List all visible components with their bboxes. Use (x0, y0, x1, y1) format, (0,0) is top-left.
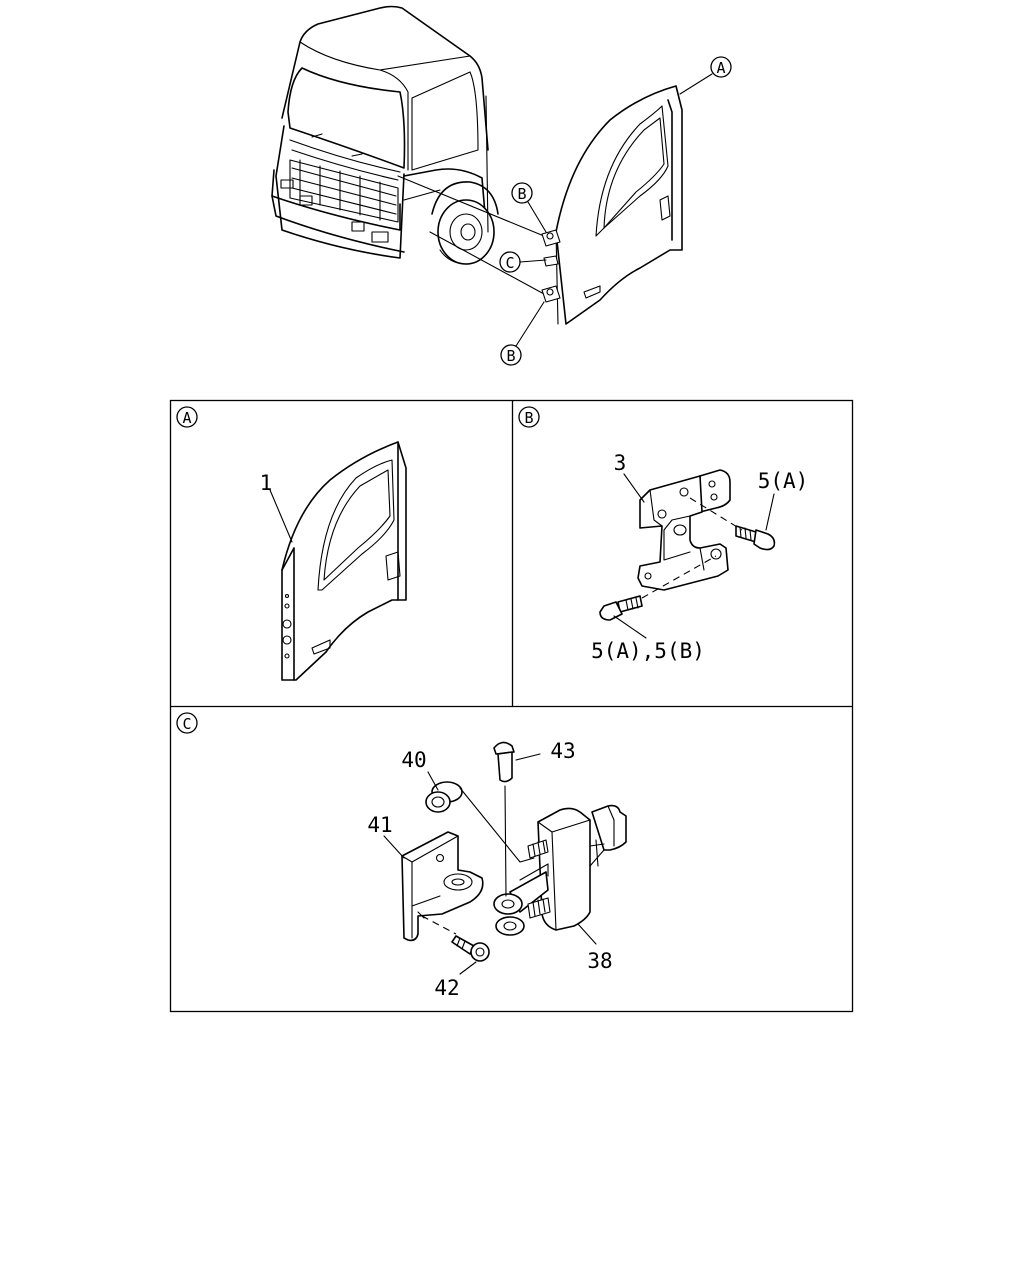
panel-c: C (176, 712, 627, 1000)
part-label-1: 1 (260, 471, 273, 495)
door-overview-illustration (555, 85, 683, 325)
stud-lower (527, 897, 551, 919)
svg-text:A: A (716, 59, 725, 77)
door-check-arm (493, 863, 549, 936)
callout-door: A (679, 56, 732, 95)
screw-part-42 (451, 935, 490, 962)
check-link-overview (543, 255, 559, 267)
part-label-38: 38 (587, 949, 612, 973)
callout-hinge-top: B (511, 182, 547, 233)
stud-upper (527, 839, 549, 859)
pin-part-43 (493, 741, 515, 897)
callout-check: C (499, 251, 547, 273)
door-panel-part-1 (281, 441, 407, 681)
panel-b-tag: B (524, 409, 533, 427)
assembly-line-bottom (429, 231, 545, 295)
bolt-5a-upper (735, 525, 776, 551)
assembly-line-top (397, 175, 545, 237)
part-label-40: 40 (401, 748, 426, 772)
part-label-41: 41 (367, 813, 392, 837)
part-label-43: 43 (550, 739, 575, 763)
hinge-bottom-overview (541, 285, 561, 303)
panel-a: A 1 (176, 406, 407, 681)
bushing-part-40 (425, 781, 463, 813)
panel-c-tag: C (182, 715, 191, 733)
part-label-3: 3 (614, 451, 627, 475)
svg-text:B: B (506, 347, 515, 365)
assembly-line-40 (459, 787, 535, 863)
panel-a-tag: A (182, 409, 191, 427)
bolt-5ab-lower (599, 595, 643, 621)
assembly-line-42 (421, 915, 457, 935)
door-check-part-38 (537, 804, 627, 931)
hinge-top-overview (541, 229, 561, 247)
part-label-5a-5b: 5(A),5(B) (591, 639, 705, 663)
hinge-part-3 (637, 469, 731, 591)
callout-hinge-bottom: B (500, 301, 545, 366)
panel-b: B (518, 406, 809, 663)
part-label-42: 42 (434, 976, 459, 1000)
truck-cab-illustration (271, 5, 499, 265)
svg-text:C: C (505, 254, 514, 272)
svg-text:B: B (517, 185, 526, 203)
bracket-part-41 (401, 831, 484, 942)
part-label-5a: 5(A) (758, 469, 809, 493)
